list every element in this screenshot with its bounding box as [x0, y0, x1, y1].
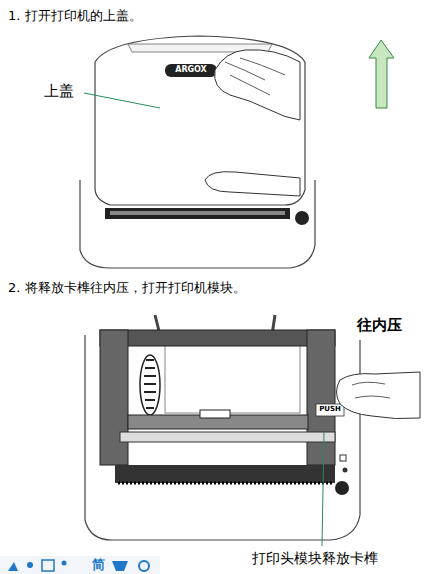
paper-roll	[140, 355, 160, 415]
print-module	[120, 432, 335, 442]
hand	[225, 58, 285, 95]
toolbar-icon	[8, 562, 18, 571]
step-text: 1. 打开打印机的上盖。	[8, 8, 142, 24]
feed-button	[335, 481, 349, 495]
part-name: 打印头模块释放卡榫	[252, 550, 378, 567]
print-module	[100, 330, 335, 346]
hand	[352, 382, 390, 398]
paper-slot	[105, 208, 290, 219]
brand-logo: ARGOX	[175, 65, 207, 75]
toolbar-icon	[112, 561, 128, 571]
hand	[215, 50, 300, 120]
paper-roll	[144, 360, 156, 408]
sensor	[200, 410, 230, 418]
indicator	[343, 468, 348, 473]
feed-button	[295, 211, 309, 225]
leader-line	[322, 432, 324, 546]
hand	[205, 172, 300, 196]
platen-roller	[115, 465, 335, 483]
release-latch	[316, 404, 344, 416]
latch-label: PUSH	[319, 405, 341, 413]
hand	[337, 372, 421, 419]
part-name: 上盖	[44, 82, 74, 100]
printer-cover	[95, 36, 305, 205]
leader-line	[84, 93, 160, 108]
lift-arrow	[369, 40, 394, 108]
action-label: 往内压	[357, 316, 402, 334]
step-text: 2. 将释放卡榫往内压，打开打印机模块。	[8, 280, 246, 296]
toolbar-icon	[42, 560, 54, 571]
logo-badge	[165, 64, 217, 77]
indicator	[340, 455, 346, 461]
print-module	[100, 330, 128, 465]
paper-slot	[110, 211, 285, 215]
toolbar-icon	[27, 562, 33, 568]
toolbar	[0, 556, 160, 574]
toolbar-text: 简	[92, 557, 105, 573]
toolbar-icon	[139, 561, 149, 571]
print-module	[307, 330, 335, 465]
toolbar-icon	[62, 561, 67, 566]
label-paper	[165, 345, 300, 413]
platen-roller	[118, 482, 332, 485]
